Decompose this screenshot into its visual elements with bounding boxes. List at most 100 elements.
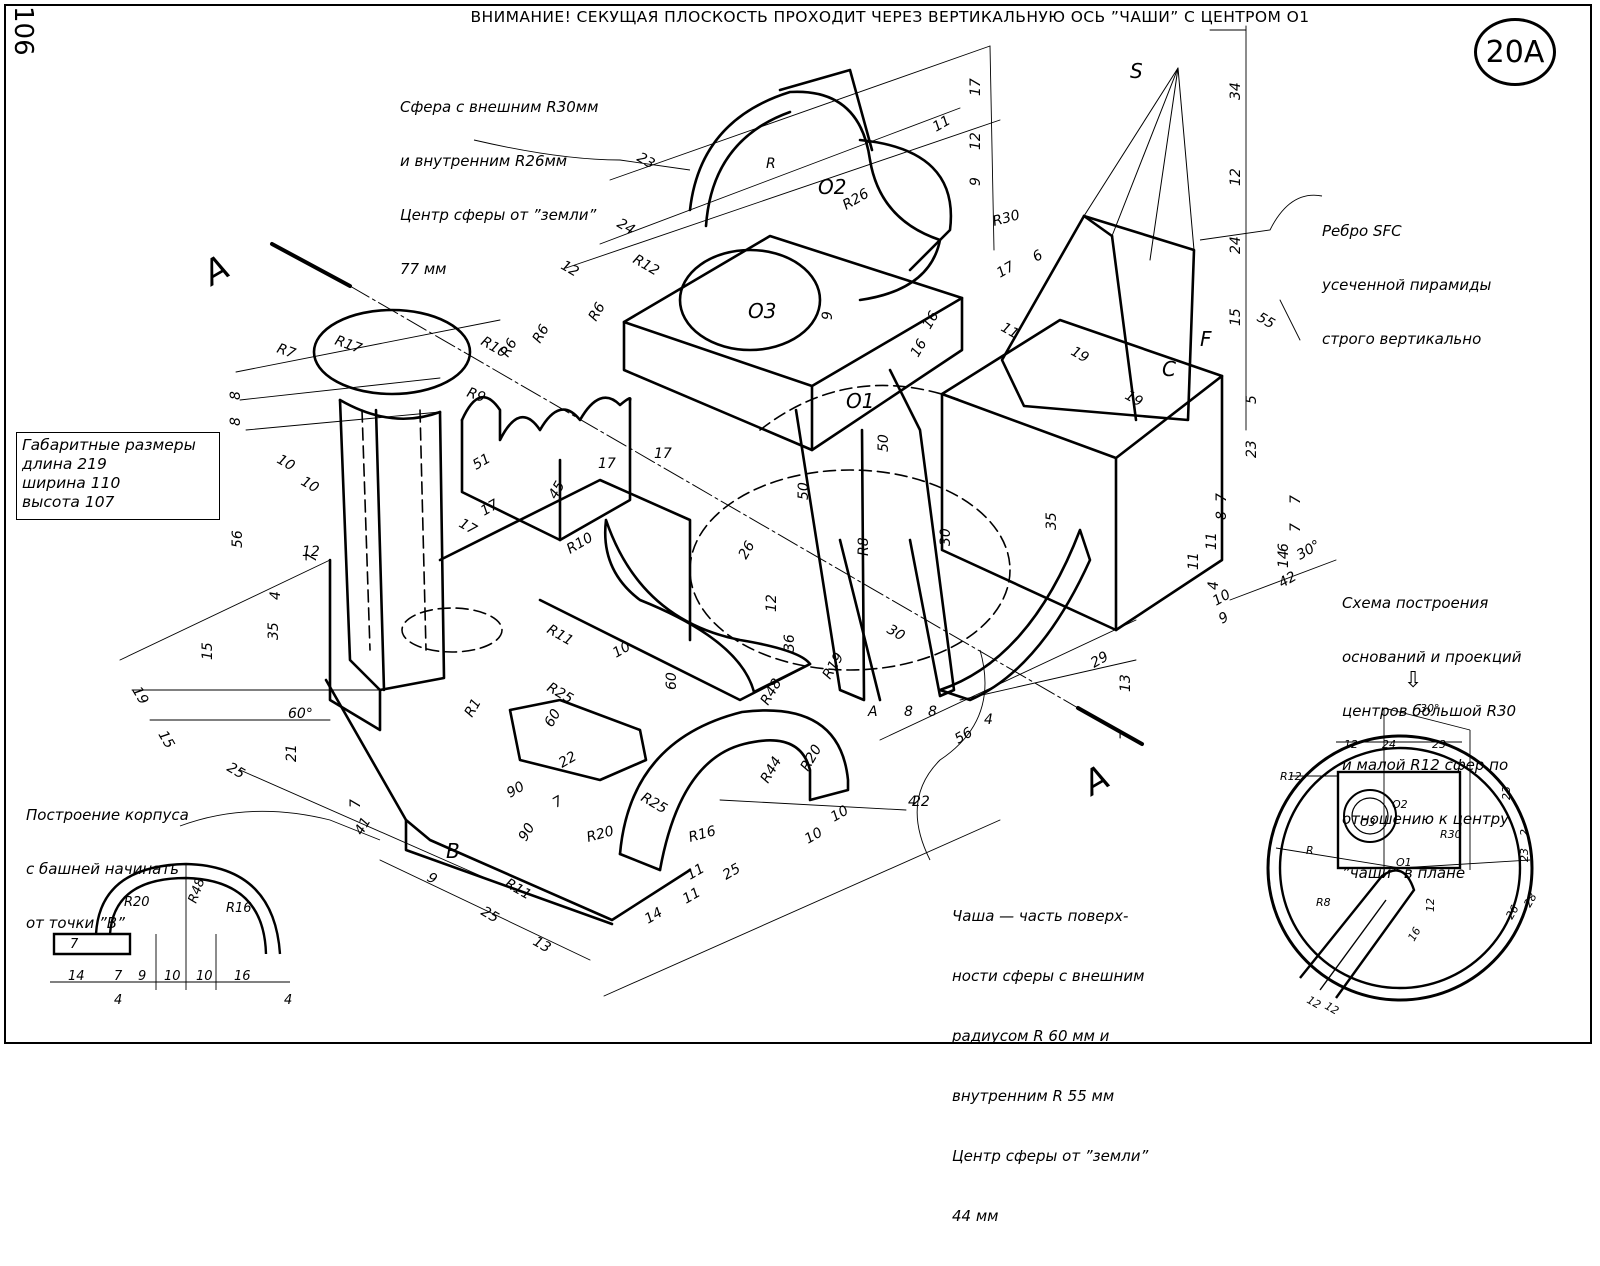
dimension-text: R12 <box>630 252 662 280</box>
note-scheme-line: Схема построения <box>1342 594 1489 612</box>
dimension-text: 14 <box>642 905 665 928</box>
arch-profile-dim: R20 <box>124 895 150 910</box>
arch-profile-dim: 7 <box>70 937 79 952</box>
bowl-hidden <box>689 384 1011 671</box>
dimension-text: 12 <box>968 132 984 150</box>
lower-body <box>324 478 812 926</box>
dimension-text: 10 <box>610 639 634 662</box>
variant-badge: 20A <box>1474 18 1556 86</box>
dimension-text: 56 <box>230 530 246 548</box>
dimension-text: 17 <box>654 446 672 462</box>
plan-scheme-dim: R <box>1306 844 1314 857</box>
note-edge: Ребро SFC усеченной пирамиды строго верт… <box>1322 186 1491 384</box>
dimension-text: 35 <box>1044 512 1060 530</box>
dimension-text: 9 <box>1216 609 1232 627</box>
note-bowl-line: внутренним R 55 мм <box>952 1087 1115 1105</box>
dimension-text: 19 <box>1068 344 1092 367</box>
plan-scheme-dim: R12 <box>1280 770 1302 783</box>
plan-scheme-dim: O3 <box>1360 816 1376 829</box>
overall-dimensions-line: Габаритные размеры <box>22 436 196 454</box>
dimension-text: R20 <box>798 742 826 774</box>
point-label: S <box>1130 59 1143 83</box>
tower-hidden <box>361 409 503 653</box>
dimension-text: 24 <box>1228 236 1244 254</box>
plan-scheme-dim: R30 <box>1440 828 1462 841</box>
arch-profile-dim: 4 <box>114 993 122 1008</box>
dimension-text: 6 <box>1030 247 1046 265</box>
dimension-text: 60° <box>288 706 313 722</box>
dimension-text: R19 <box>820 650 848 682</box>
dimension-text: 11 <box>684 861 707 884</box>
dimension-text: R6 <box>530 322 553 346</box>
dimension-text: 8 <box>228 417 244 426</box>
dimension-text: 51 <box>470 451 493 474</box>
pyramid <box>1000 214 1196 422</box>
dimension-text: 12 <box>1228 168 1244 186</box>
dimension-text: 12 <box>302 544 320 560</box>
dimension-text: 17 <box>456 516 480 539</box>
dimension-text: 5 <box>1244 395 1260 404</box>
plan-scheme-dim: 12 <box>1323 999 1342 1017</box>
dimension-text: 23 <box>634 150 657 173</box>
dimension-text: 8 <box>904 704 913 720</box>
dimension-text: R17 <box>333 333 364 357</box>
dimension-text: 4 <box>1206 581 1222 590</box>
arch-profile-dim: R16 <box>226 901 252 916</box>
dimension-text: 4 <box>908 794 917 810</box>
arch-profile-dim: R48 <box>186 876 209 905</box>
dimension-text: R11 <box>544 622 576 650</box>
dimension-text: 11 <box>998 320 1021 343</box>
plan-scheme-dim: 24 <box>1382 738 1396 751</box>
dimension-text: 7 <box>348 799 364 808</box>
plan-scheme-dim: R8 <box>1316 896 1331 909</box>
dimension-text: 19 <box>129 684 152 708</box>
note-sphere-line: и внутренним R26мм <box>400 152 568 170</box>
dimension-text: 23 <box>1244 440 1260 458</box>
overall-dimensions-line: высота 107 <box>22 493 115 511</box>
dimension-text: 10 <box>1210 587 1234 610</box>
dimension-text: R <box>766 156 776 172</box>
note-bowl-line: радиусом R 60 мм и <box>952 1027 1110 1045</box>
leader-lines <box>179 139 1323 861</box>
dimension-text: 41 <box>352 815 375 838</box>
dimension-text: 90 <box>516 820 539 844</box>
dimension-lines <box>119 25 1337 997</box>
plan-scheme-dim: 16 <box>1405 925 1423 944</box>
dimension-text: R1 <box>462 696 485 720</box>
note-scheme-line: отношению к центру <box>1342 810 1510 828</box>
pyramid-apex-lines <box>1083 67 1195 261</box>
note-bowl-line: ности сферы с внешним <box>952 967 1145 985</box>
plan-scheme-dim: 23 <box>1518 848 1531 862</box>
point-label: F <box>1200 327 1212 351</box>
dimension-text: 16 <box>920 308 943 332</box>
dimension-text: 55 <box>1254 310 1278 333</box>
arch-profile-dim: 4 <box>284 993 292 1008</box>
plan-scheme-dim: 2 <box>1518 829 1531 836</box>
dimension-text: 17 <box>478 497 502 520</box>
dimension-text: 4 <box>984 712 993 728</box>
arch-profile-dim: 10 <box>164 969 181 984</box>
section-label-bottom: A <box>1075 758 1117 805</box>
dimension-text: 6 <box>1276 543 1292 552</box>
plan-scheme-dim: 12 <box>1344 738 1358 751</box>
drawing-sheet: 106 ВНИМАНИЕ! СЕКУЩАЯ ПЛОСКОСТЬ ПРОХОДИТ… <box>4 4 1592 1225</box>
dimension-text: 34 <box>1228 82 1244 100</box>
plan-scheme-dim: 12 <box>1305 993 1324 1011</box>
arch-profile <box>50 862 290 990</box>
plan-scheme-dim: O2 <box>1392 798 1408 811</box>
overall-dimensions-box: Габаритные размеры длина 219 ширина 110 … <box>16 432 220 520</box>
note-scheme-line: оснований и проекций <box>1342 648 1522 666</box>
overall-dimensions-line: длина 219 <box>22 455 107 473</box>
dimension-text: R9 <box>465 385 488 406</box>
dimension-text: 15 <box>1228 308 1244 326</box>
dimension-text: 13 <box>530 934 553 957</box>
dimension-text: 17 <box>994 259 1018 282</box>
dimension-text: 9 <box>424 870 440 888</box>
dimension-text: 11 <box>1186 552 1202 570</box>
point-label: O3 <box>748 299 776 323</box>
note-sphere-line: Сфера с внешним R30мм <box>400 98 599 116</box>
note-scheme-line: центров большой R30 <box>1342 702 1517 720</box>
